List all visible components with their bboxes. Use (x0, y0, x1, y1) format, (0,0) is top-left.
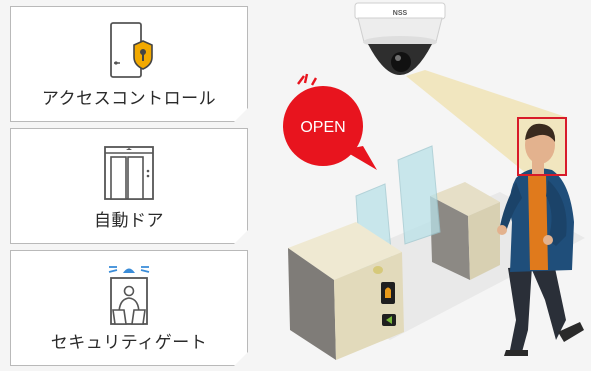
camera-brand-label: NSS (393, 10, 408, 17)
feature-label-access-control: アクセスコントロール (41, 89, 217, 109)
gate-scene-illustration: NSS OPEN (283, 2, 585, 360)
glass-panel-right (397, 145, 441, 245)
dome-camera: NSS (354, 2, 446, 75)
far-turnstile (430, 182, 500, 280)
feature-label-automatic-door: 自動ドア (94, 211, 164, 231)
open-speech-bubble: OPEN (283, 73, 377, 170)
face-detection-box (517, 117, 567, 176)
feature-card-security-gate: セキュリティゲート (10, 250, 248, 366)
walking-person (497, 123, 584, 356)
speech-bubble-text: OPEN (300, 119, 345, 136)
feature-card-automatic-door: 自動ドア (10, 128, 248, 244)
door-with-key-icon (99, 19, 159, 83)
feature-card-access-control: アクセスコントロール (10, 6, 248, 122)
feature-label-security-gate: セキュリティゲート (50, 333, 208, 353)
near-turnstile (288, 222, 404, 360)
elevator-door-icon (99, 141, 159, 205)
security-gate-icon (97, 260, 161, 328)
